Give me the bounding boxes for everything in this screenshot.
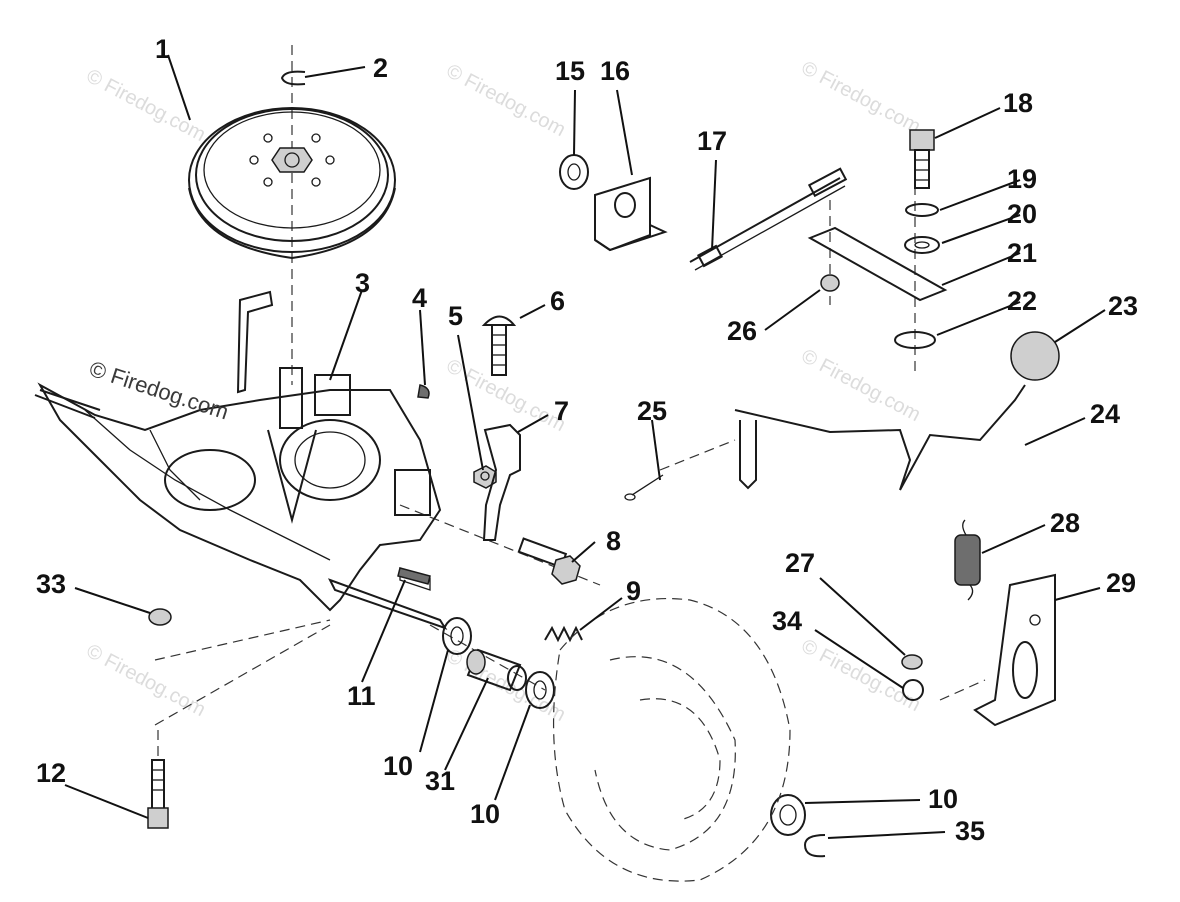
lock-washer-34 bbox=[902, 679, 924, 701]
callout-20: 20 bbox=[1007, 199, 1037, 229]
watermark-tile: © Firedog.com bbox=[798, 635, 924, 716]
e-clip-35 bbox=[803, 834, 826, 858]
callout-15: 15 bbox=[555, 56, 585, 86]
washer-20 bbox=[904, 236, 940, 254]
link-plate bbox=[807, 226, 948, 302]
callout-35: 35 bbox=[955, 816, 985, 846]
callout-6: 6 bbox=[550, 286, 565, 316]
e-clip-top bbox=[280, 70, 306, 86]
watermark-tile: © Firedog.com bbox=[443, 645, 569, 726]
callout-17: 17 bbox=[697, 126, 727, 156]
callout-23: 23 bbox=[1108, 291, 1138, 321]
callout-24: 24 bbox=[1090, 399, 1120, 429]
callout-10-c: 10 bbox=[928, 784, 958, 814]
callout-3: 3 bbox=[355, 268, 370, 298]
bracket-29 bbox=[973, 573, 1056, 727]
nut-33 bbox=[148, 608, 172, 626]
callout-27: 27 bbox=[785, 548, 815, 578]
hex-bolt-8 bbox=[517, 537, 581, 585]
callout-8: 8 bbox=[606, 526, 621, 556]
spring-28 bbox=[954, 519, 981, 601]
callout-10-b: 10 bbox=[470, 799, 500, 829]
watermark-tile: © Firedog.com bbox=[83, 65, 209, 146]
watermark-main: © Firedog.com bbox=[86, 356, 231, 424]
watermark-tile: © Firedog.com bbox=[798, 345, 924, 426]
callout-19: 19 bbox=[1007, 164, 1037, 194]
carriage-bolt bbox=[481, 315, 517, 376]
nut-5 bbox=[473, 465, 497, 489]
washer-10-b bbox=[525, 671, 555, 709]
watermark-tile: © Firedog.com bbox=[443, 60, 569, 141]
callout-1: 1 bbox=[155, 34, 170, 64]
transaxle bbox=[34, 290, 448, 630]
washer-10-c bbox=[770, 794, 806, 836]
callout-29: 29 bbox=[1106, 568, 1136, 598]
callout-18: 18 bbox=[1003, 88, 1033, 118]
callout-7: 7 bbox=[554, 396, 569, 426]
callout-4: 4 bbox=[412, 283, 427, 313]
wheel-outline bbox=[553, 597, 791, 882]
bolt-18 bbox=[909, 129, 935, 189]
callout-11: 11 bbox=[347, 681, 376, 711]
callouts: 1 2 3 4 5 6 7 8 9 10 10 10 11 12 15 16 1… bbox=[36, 34, 1138, 846]
watermark-tile: © Firedog.com bbox=[798, 57, 924, 138]
rod-17 bbox=[689, 167, 848, 271]
key-11 bbox=[397, 567, 431, 585]
key bbox=[417, 384, 430, 399]
washer-10-a bbox=[442, 617, 472, 655]
shift-lever bbox=[734, 384, 1026, 491]
callout-10-a: 10 bbox=[383, 751, 413, 781]
washer-15 bbox=[559, 154, 589, 190]
callout-31: 31 bbox=[425, 766, 455, 796]
callout-2: 2 bbox=[373, 53, 388, 83]
bracket-7 bbox=[482, 423, 521, 541]
spacer-tube bbox=[466, 648, 527, 692]
knob bbox=[1010, 331, 1060, 381]
callout-33: 33 bbox=[36, 569, 66, 599]
callout-16: 16 bbox=[600, 56, 630, 86]
washer-22 bbox=[894, 331, 936, 349]
cotter-pin bbox=[624, 474, 664, 501]
bracket-16 bbox=[594, 176, 668, 252]
nut-27 bbox=[901, 654, 923, 670]
callout-28: 28 bbox=[1050, 508, 1080, 538]
callout-21: 21 bbox=[1007, 238, 1037, 268]
callout-9: 9 bbox=[626, 576, 641, 606]
bolt-12 bbox=[147, 759, 169, 829]
callout-5: 5 bbox=[448, 301, 463, 331]
spring-9 bbox=[544, 625, 583, 643]
pulley bbox=[188, 107, 396, 260]
callout-26: 26 bbox=[727, 316, 757, 346]
callout-25: 25 bbox=[637, 396, 667, 426]
washer-19 bbox=[905, 203, 939, 217]
callout-34: 34 bbox=[772, 606, 802, 636]
nut-26 bbox=[820, 274, 840, 292]
leader-lines bbox=[64, 54, 1106, 839]
callout-22: 22 bbox=[1007, 286, 1037, 316]
callout-12: 12 bbox=[36, 758, 66, 788]
